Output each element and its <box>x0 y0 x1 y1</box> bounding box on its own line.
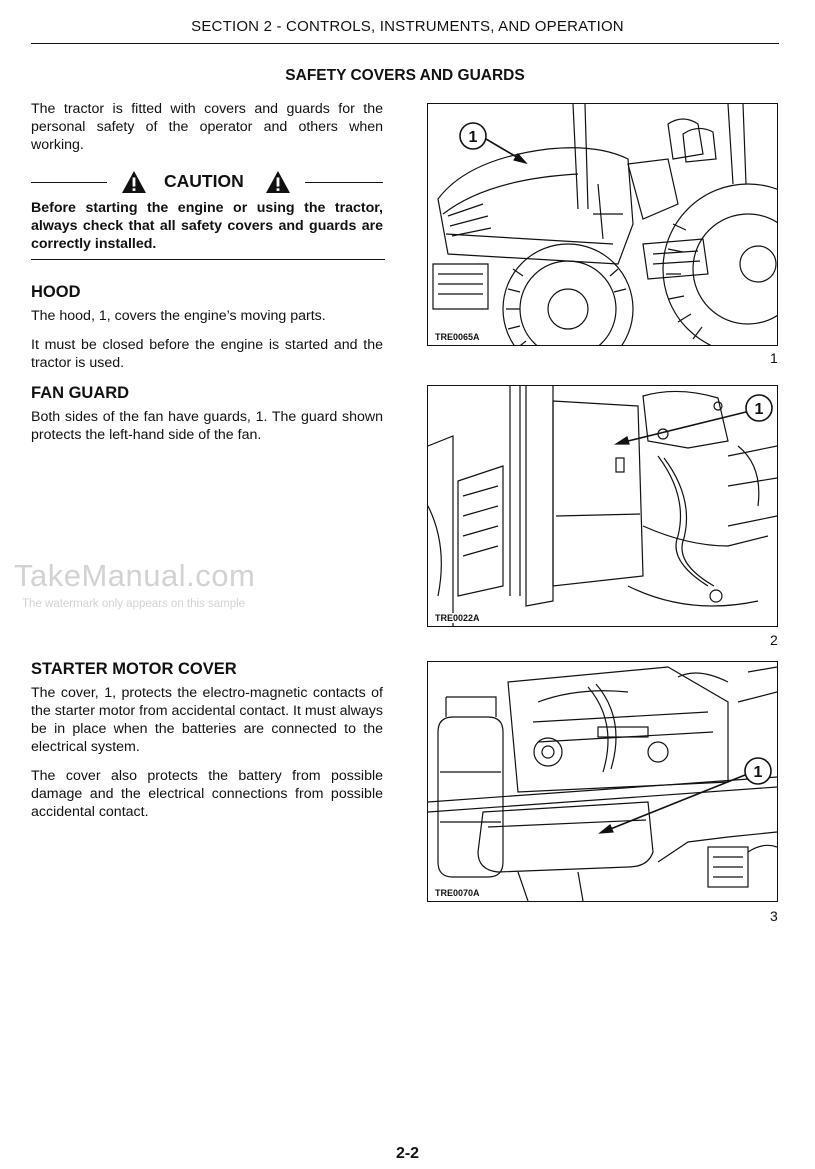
figure-number: 1 <box>770 350 778 366</box>
warning-triangle-icon <box>266 171 290 193</box>
section-heading-hood: HOOD <box>31 283 81 301</box>
figure-number: 3 <box>770 908 778 924</box>
figure-1-callout: 1 <box>469 129 478 146</box>
watermark-title: TakeManual.com <box>14 558 256 593</box>
tractor-illustration: 1 <box>432 104 777 345</box>
figure-starter-motor-cover: 1 TRE0070A <box>427 661 778 902</box>
section-header: SECTION 2 - CONTROLS, INSTRUMENTS, AND O… <box>191 18 624 35</box>
section-divider <box>31 259 385 260</box>
figure-3-callout: 1 <box>754 764 763 781</box>
figure-code: TRE0022A <box>434 613 481 623</box>
caution-rule-left <box>31 182 107 183</box>
caution-label: CAUTION <box>164 171 244 191</box>
caution-rule-right <box>305 182 383 183</box>
figure-2-callout: 1 <box>755 401 764 418</box>
hood-paragraph-1: The hood, 1, covers the engine’s moving … <box>31 308 326 324</box>
intro-paragraph: The tractor is fitted with covers and gu… <box>31 101 383 153</box>
section-heading-starter-motor-cover: STARTER MOTOR COVER <box>31 660 237 678</box>
warning-triangle-icon <box>122 171 146 193</box>
page-heading: SAFETY COVERS AND GUARDS <box>285 67 525 84</box>
fan-guard-illustration: 1 <box>428 386 777 626</box>
figure-fan-guard: 1 TRE0022A <box>427 385 778 627</box>
fan-guard-paragraph: Both sides of the fan have guards, 1. Th… <box>31 409 383 443</box>
caution-banner: CAUTION <box>31 170 383 194</box>
figure-code: TRE0065A <box>434 332 481 342</box>
caution-text: Before starting the engine or using the … <box>31 200 383 252</box>
watermark-subtitle: The watermark only appears on this sampl… <box>22 598 246 610</box>
figure-code: TRE0070A <box>434 888 481 898</box>
page-number: 2-2 <box>395 1145 420 1162</box>
figure-tractor-hood: 1 TRE0065A <box>427 103 778 346</box>
header-divider <box>31 43 779 44</box>
starter-cover-paragraph-1: The cover, 1, protects the electro-magne… <box>31 685 383 755</box>
section-heading-fan-guard: FAN GUARD <box>31 384 130 402</box>
figure-number: 2 <box>770 632 778 648</box>
hood-paragraph-2: It must be closed before the engine is s… <box>31 337 383 371</box>
starter-cover-illustration: 1 <box>428 666 777 901</box>
starter-cover-paragraph-2: The cover also protects the battery from… <box>31 768 383 820</box>
